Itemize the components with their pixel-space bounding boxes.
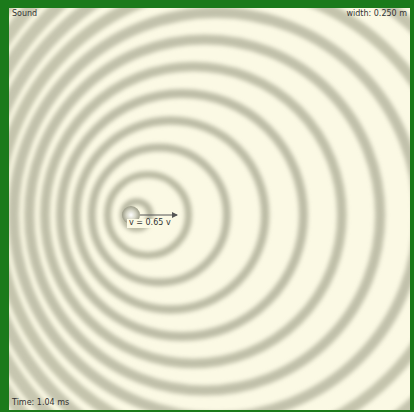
wavefront-ring xyxy=(9,8,410,410)
velocity-label: v = 0.65 v xyxy=(127,219,173,228)
wavefront-ring xyxy=(9,8,410,410)
wavefront-ring xyxy=(9,8,410,410)
wavefront-ring xyxy=(45,67,342,364)
wavefront-ring xyxy=(14,13,410,411)
wavefront-ring xyxy=(92,148,227,283)
wavefront-ring xyxy=(9,8,410,410)
wavefront-ring xyxy=(9,8,410,410)
wavefront-ring xyxy=(9,8,410,410)
wavefront-ring xyxy=(108,175,189,256)
panel-title: Sound xyxy=(12,10,37,19)
wavefront-ring xyxy=(9,8,410,410)
time-label: Time: 1.04 ms xyxy=(12,399,69,408)
velocity-arrow xyxy=(140,215,177,216)
wave-field xyxy=(9,8,410,410)
wavefront-ring xyxy=(9,8,410,410)
wavefront-ring xyxy=(76,121,265,310)
wavefront-ring xyxy=(61,94,304,337)
wavefront-ring xyxy=(29,40,380,391)
wavefront-ring xyxy=(9,8,410,410)
wavefront-ring xyxy=(9,8,410,410)
wavefront-ring xyxy=(9,8,410,410)
scale-label: width: 0.250 m xyxy=(346,10,407,19)
wavefront-ring xyxy=(9,8,410,410)
